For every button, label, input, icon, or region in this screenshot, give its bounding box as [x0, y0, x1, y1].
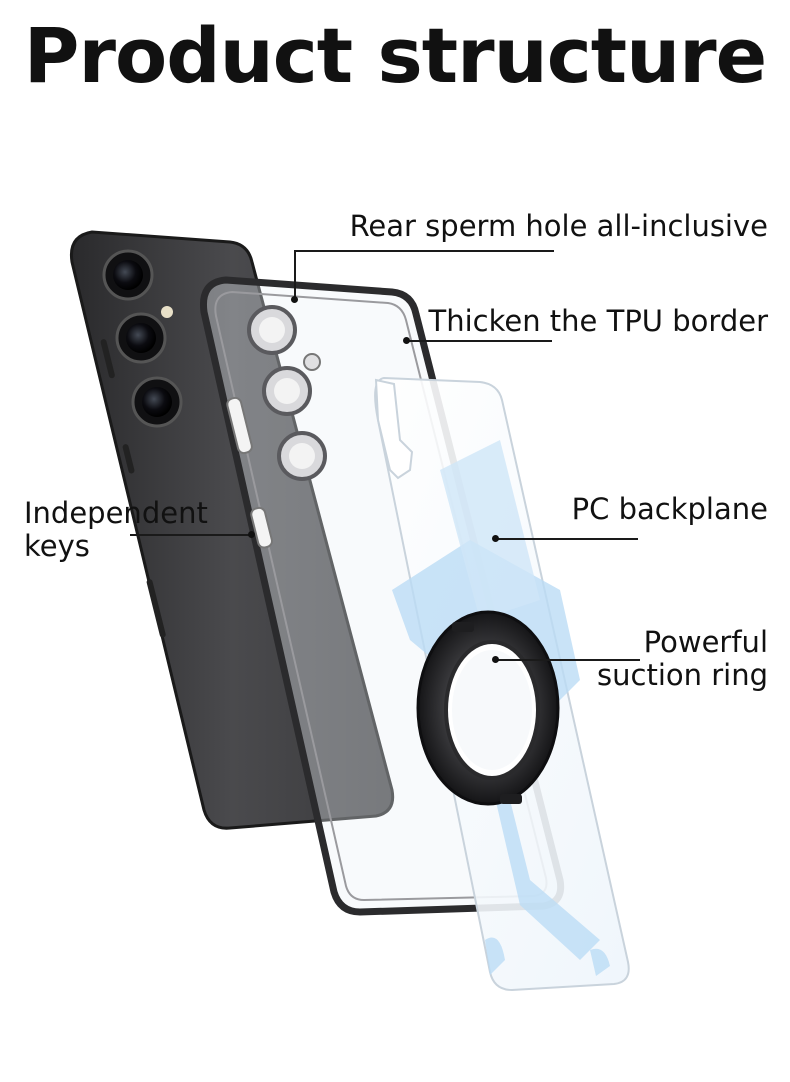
callout-independent-keys: Independent keys — [24, 497, 208, 563]
leader-line-independent-keys — [130, 534, 252, 536]
callout-tpu-border: Thicken the TPU border — [428, 304, 769, 338]
leader-line-rear-hole-drop — [294, 250, 296, 300]
callout-pc-backplane: PC backplane — [571, 492, 768, 526]
leader-dot-independent-keys — [248, 531, 255, 538]
callout-suction-ring-line1: Powerful — [643, 625, 768, 659]
leader-line-rear-hole — [294, 250, 554, 252]
leader-dot-pc-backplane — [492, 535, 499, 542]
callout-suction-ring-line2: suction ring — [597, 658, 768, 692]
leader-line-tpu-border — [408, 340, 552, 342]
leader-dot-tpu-border — [403, 337, 410, 344]
leader-dot-rear-hole — [291, 296, 298, 303]
callout-suction-ring: Powerful suction ring — [597, 626, 768, 692]
page-title: Product structure — [23, 11, 767, 100]
suction-ring-icon — [416, 610, 560, 806]
leader-dot-suction-ring — [492, 656, 499, 663]
callout-independent-keys-line2: keys — [24, 529, 90, 563]
leader-line-pc-backplane — [496, 538, 638, 540]
phone-camera-icon — [102, 249, 183, 428]
leader-line-suction-ring — [496, 659, 640, 661]
callout-rear-hole: Rear sperm hole all-inclusive — [349, 209, 768, 243]
callout-independent-keys-line1: Independent — [24, 496, 208, 530]
